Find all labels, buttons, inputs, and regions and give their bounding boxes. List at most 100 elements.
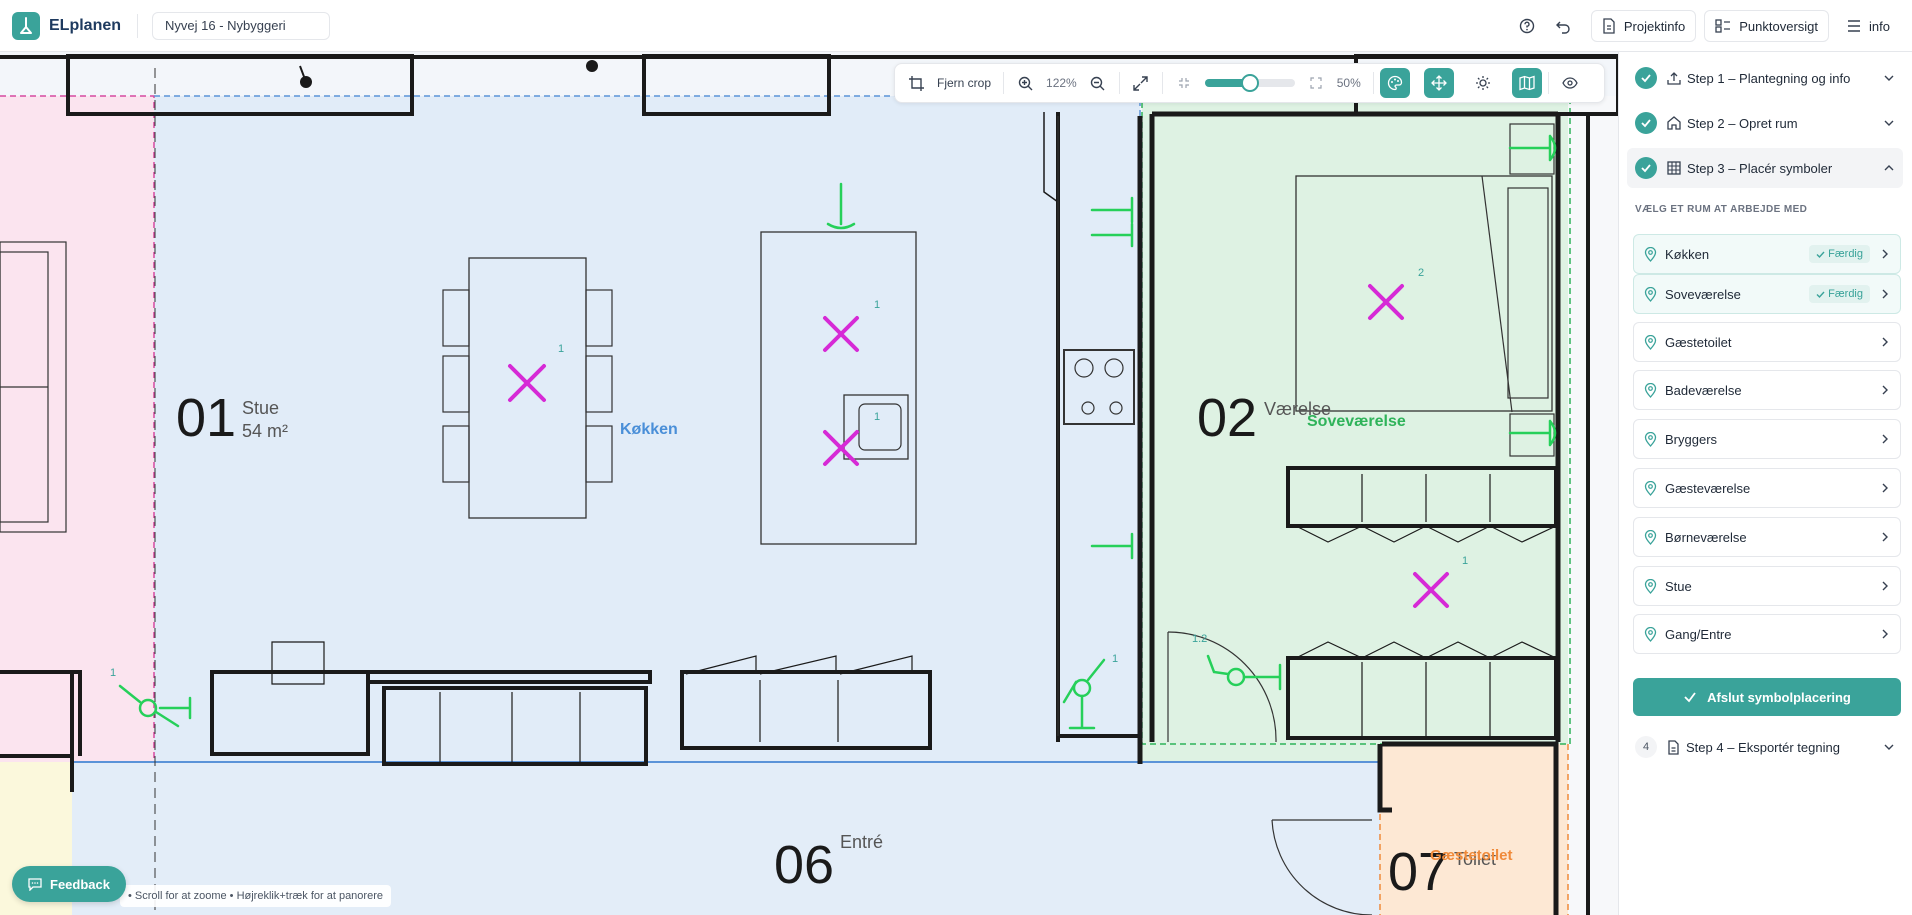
room-item-bryggers[interactable]: Bryggers	[1633, 419, 1901, 459]
map-pin-icon	[1644, 626, 1657, 642]
room-item-label: Gang/Entre	[1665, 626, 1732, 642]
room-item-stue[interactable]: Stue	[1633, 566, 1901, 606]
divider	[137, 13, 139, 38]
opacity-slider-fill	[1204, 79, 1250, 87]
room-number-01: 01	[176, 388, 236, 448]
crop-icon[interactable]	[901, 68, 931, 98]
zone-label-guest-toilet: Gæstetoilet	[1430, 847, 1513, 864]
toilet-zone	[1380, 744, 1568, 915]
zoom-out-icon[interactable]	[1083, 68, 1113, 98]
home-icon	[1667, 116, 1681, 130]
chevron-right-icon	[1880, 433, 1890, 445]
chevron-down-icon	[1883, 741, 1895, 753]
punktoversigt-button[interactable]: Punktoversigt	[1704, 10, 1830, 42]
light-symbol[interactable]	[508, 364, 546, 402]
step-4-label: Step 4 – Eksportér tegning	[1686, 739, 1840, 755]
map-pin-icon	[1644, 431, 1657, 447]
zoom-value: 122%	[1046, 76, 1077, 90]
step-4[interactable]: 4 Step 4 – Eksportér tegning	[1627, 727, 1903, 767]
chevron-right-icon	[1880, 531, 1890, 543]
chat-icon	[28, 878, 42, 891]
map-pin-icon	[1644, 529, 1657, 545]
divider	[1161, 72, 1163, 94]
brightness-icon[interactable]	[1468, 68, 1498, 98]
room-item-label: Køkken	[1665, 246, 1710, 262]
chevron-right-icon	[1880, 482, 1890, 494]
room-name-entre: Entré	[840, 832, 883, 852]
punktoversigt-label: Punktoversigt	[1739, 18, 1819, 34]
status-badge: Færdig	[1809, 285, 1870, 303]
finish-symbol-placement-button[interactable]: Afslut symbolplacering	[1633, 678, 1901, 716]
project-name[interactable]: Nyvej 16 - Nybyggeri	[152, 11, 331, 40]
check-icon	[1635, 157, 1657, 179]
room-item-badevaerelse[interactable]: Badeværelse	[1633, 370, 1901, 410]
room-number-02: 02	[1197, 388, 1257, 448]
check-icon	[1635, 67, 1657, 89]
light-symbol[interactable]	[823, 316, 859, 352]
symbol-count: 1	[874, 299, 880, 311]
light-symbol[interactable]	[1368, 284, 1404, 320]
room-item-label: Gæsteværelse	[1665, 480, 1751, 496]
map-icon[interactable]	[1511, 68, 1542, 98]
check-icon	[1635, 112, 1657, 134]
light-symbol[interactable]	[1413, 572, 1449, 608]
undo-icon[interactable]	[1547, 10, 1579, 42]
opacity-slider[interactable]	[1204, 74, 1295, 92]
steps-sidebar: Step 1 – Plantegning og info Step 2 – Op…	[1618, 52, 1912, 915]
list-icon	[1715, 19, 1731, 33]
map-pin-icon	[1644, 578, 1657, 594]
opacity-slider-knob[interactable]	[1240, 74, 1259, 92]
light-symbol[interactable]	[823, 430, 859, 466]
chevron-right-icon	[1880, 336, 1890, 348]
chevron-right-icon	[1880, 628, 1890, 640]
room-item-label: Børneværelse	[1665, 529, 1747, 545]
eye-icon[interactable]	[1555, 68, 1585, 98]
chevron-right-icon	[1880, 248, 1890, 260]
projektinfo-button[interactable]: Projektinfo	[1590, 10, 1697, 42]
move-icon[interactable]	[1423, 68, 1454, 98]
outlet-symbols	[118, 134, 1557, 730]
step-3[interactable]: Step 3 – Placér symboler	[1627, 148, 1903, 188]
room-item-label: Bryggers	[1665, 431, 1718, 447]
symbol-count: 1	[1112, 653, 1118, 665]
help-icon[interactable]	[1511, 10, 1543, 42]
room-item-sovevaerelse[interactable]: Soveværelse Færdig	[1633, 274, 1901, 314]
room-name-toilet: Toilet	[1454, 849, 1496, 869]
palette-icon[interactable]	[1379, 68, 1410, 98]
room-item-gang-entre[interactable]: Gang/Entre	[1633, 614, 1901, 654]
floor-plan-canvas[interactable]: 01 Stue 54 m² 02 Værelse 06 Entré 07 Toi…	[0, 52, 1618, 915]
map-pin-icon	[1644, 334, 1657, 350]
app-logo[interactable]: ELplanen	[12, 11, 121, 40]
check-icon	[1816, 251, 1825, 258]
info-label: info	[1869, 18, 1890, 34]
room-number-07: 07	[1388, 842, 1448, 902]
room-item-bornevaerelse[interactable]: Børneværelse	[1633, 517, 1901, 557]
step-1[interactable]: Step 1 – Plantegning og info	[1627, 58, 1903, 98]
info-menu-button[interactable]: info	[1837, 10, 1900, 42]
divider	[1118, 72, 1120, 94]
check-icon	[1816, 291, 1825, 298]
room-item-kokken[interactable]: Køkken Færdig	[1633, 234, 1901, 274]
map-pin-icon	[1644, 246, 1657, 262]
step-1-label: Step 1 – Plantegning og info	[1687, 70, 1851, 86]
room-name-stue: Stue	[242, 398, 279, 418]
symbol-count: 2	[1418, 267, 1424, 279]
divider	[1372, 72, 1374, 94]
room-item-gaestetoilet[interactable]: Gæstetoilet	[1633, 322, 1901, 362]
outside-area	[1568, 96, 1618, 915]
room-item-gaestevaerelse[interactable]: Gæsteværelse	[1633, 468, 1901, 508]
room-number-06: 06	[774, 835, 834, 895]
room-area-stue: 54 m²	[242, 421, 288, 441]
document-icon	[1667, 739, 1680, 755]
zone-label-kitchen: Køkken	[620, 421, 678, 438]
feedback-label: Feedback	[50, 876, 110, 892]
grid-icon	[1667, 161, 1681, 175]
remove-crop-button[interactable]: Fjern crop	[937, 76, 992, 90]
feedback-button[interactable]: Feedback	[12, 866, 126, 902]
menu-icon	[1848, 20, 1861, 32]
step-2[interactable]: Step 2 – Opret rum	[1627, 103, 1903, 143]
fit-screen-icon[interactable]	[1126, 68, 1156, 98]
zone-label-bedroom: Soveværelse	[1307, 413, 1406, 430]
living-zone	[0, 96, 154, 816]
zoom-in-icon[interactable]	[1010, 68, 1040, 98]
